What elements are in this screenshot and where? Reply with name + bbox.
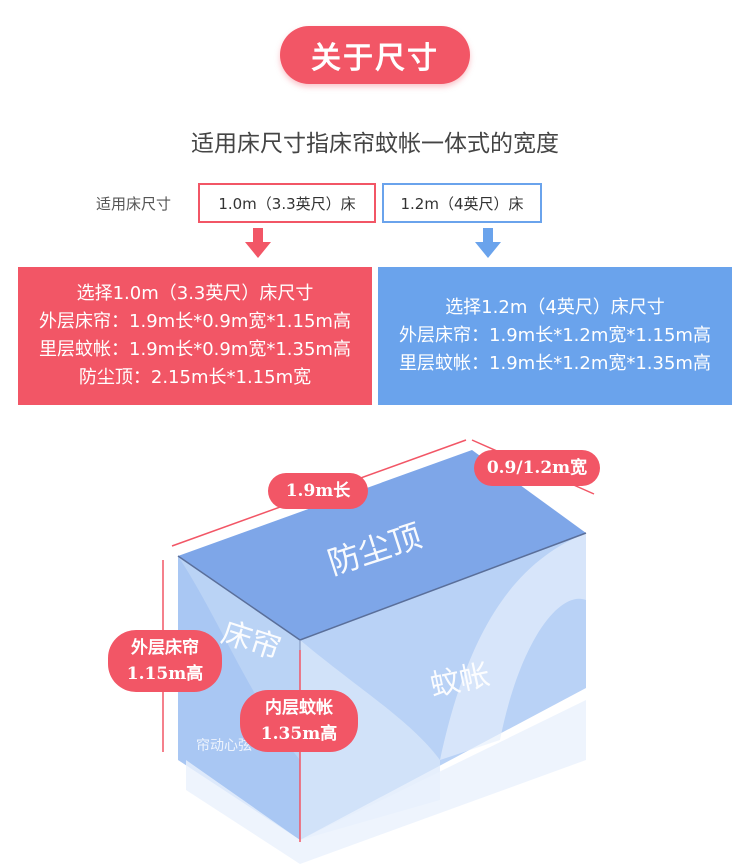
size-option-1m[interactable]: 1.0m（3.3英尺）床 [198,183,376,223]
watermark: 帘动心弦 [196,738,252,754]
size-label: 适用床尺寸 [96,195,172,213]
card-line: 外层床帘：1.9m长*1.2m宽*1.15m高 [399,325,711,346]
length-tag-text: 1.9m长 [285,481,351,501]
outer-tag-line: 外层床帘 [131,638,199,658]
canopy-top [178,450,586,640]
length-tag: 1.9m长 [268,473,368,509]
page-subtitle: 适用床尺寸指床帘蚊帐一体式的宽度 [191,131,559,157]
inner-tag-line: 内层蚊帐 [265,698,333,718]
outer-curtain-tag: 外层床帘 1.15m高 [108,630,222,692]
inner-net-tag: 内层蚊帐 1.35m高 [240,690,358,752]
card-line: 防尘顶：2.15m长*1.15m宽 [78,367,312,388]
outer-tag-line: 1.15m高 [126,664,204,684]
card-line: 外层床帘：1.9m长*0.9m宽*1.15m高 [39,311,351,332]
bed-canopy-diagram: 防尘顶 床帘 蚊帐 帘动心弦 [162,439,595,864]
card-line: 里层蚊帐：1.9m长*0.9m宽*1.35m高 [39,339,351,360]
page-title: 关于尺寸 [280,26,470,84]
size-option-1-2m[interactable]: 1.2m（4英尺）床 [382,183,542,223]
width-tag: 0.9/1.2m宽 [474,450,600,486]
card-line: 选择1.2m（4英尺）床尺寸 [445,297,665,318]
width-tag-text: 0.9/1.2m宽 [486,458,588,478]
inner-tag-line: 1.35m高 [260,724,338,744]
size-card-1m: 选择1.0m（3.3英尺）床尺寸 外层床帘：1.9m长*0.9m宽*1.15m高… [18,267,372,405]
size-card-1-2m: 选择1.2m（4英尺）床尺寸 外层床帘：1.9m长*1.2m宽*1.15m高 里… [378,267,732,405]
card-line: 里层蚊帐：1.9m长*1.2m宽*1.35m高 [399,353,711,374]
card-line: 选择1.0m（3.3英尺）床尺寸 [76,283,314,304]
